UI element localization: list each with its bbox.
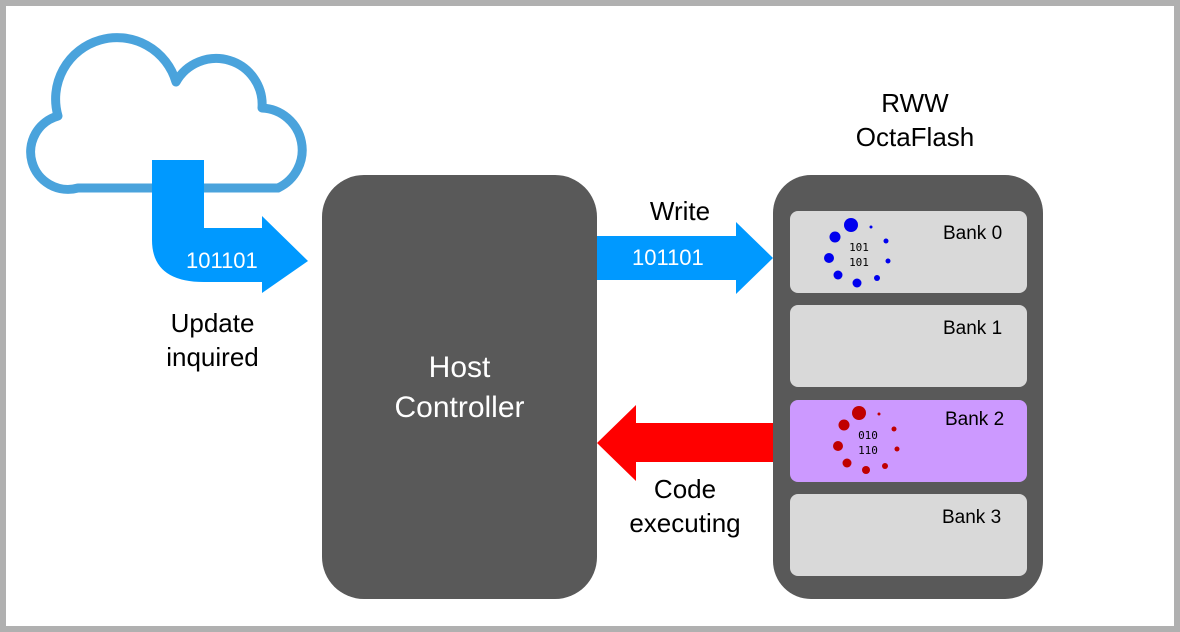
bank-1 xyxy=(790,305,1027,387)
bank-2-spinner-icon xyxy=(833,406,900,474)
bank-0-bits-line1: 101 xyxy=(849,241,869,254)
bank-2-bits-line1: 010 xyxy=(858,429,878,442)
bank-0-bits: 101 101 xyxy=(839,240,879,270)
bank-2 xyxy=(790,400,1027,482)
exec-arrow xyxy=(597,405,773,481)
bank-3-label: Bank 3 xyxy=(942,507,1002,528)
write-label: Write xyxy=(649,196,711,226)
bank-3 xyxy=(790,494,1027,576)
bank-2-bits-line2: 110 xyxy=(858,444,878,457)
bank-2-label: Bank 2 xyxy=(945,409,1005,430)
cloud-arrow-bits: 101101 xyxy=(186,248,258,273)
update-caption-line2: inquired xyxy=(166,342,259,372)
bank-2-bits: 010 110 xyxy=(848,428,888,458)
bank-1-label: Bank 1 xyxy=(943,318,1003,339)
flash-title-line2: OctaFlash xyxy=(855,122,975,152)
flash-title: RWW OctaFlash xyxy=(830,86,1000,154)
bank-0 xyxy=(790,211,1027,293)
host-label-line2: Controller xyxy=(394,391,525,424)
exec-caption-line2: executing xyxy=(629,508,741,538)
host-controller-label: Host Controller xyxy=(322,348,597,428)
download-arrow xyxy=(152,160,308,293)
bank-0-label: Bank 0 xyxy=(943,223,1003,244)
host-label-line1: Host xyxy=(428,351,491,384)
update-caption: Update inquired xyxy=(130,306,295,374)
host-controller-block xyxy=(322,175,597,599)
write-arrow xyxy=(597,222,773,294)
write-arrow-bits: 101101 xyxy=(632,245,704,270)
cloud-icon xyxy=(26,33,307,194)
bank-0-spinner-icon xyxy=(824,218,891,288)
flash-title-line1: RWW xyxy=(881,88,949,118)
bank-0-bits-line2: 101 xyxy=(849,256,869,269)
update-caption-line1: Update xyxy=(170,308,255,338)
exec-caption-line1: Code xyxy=(653,474,717,504)
exec-caption: Code executing xyxy=(610,472,760,540)
